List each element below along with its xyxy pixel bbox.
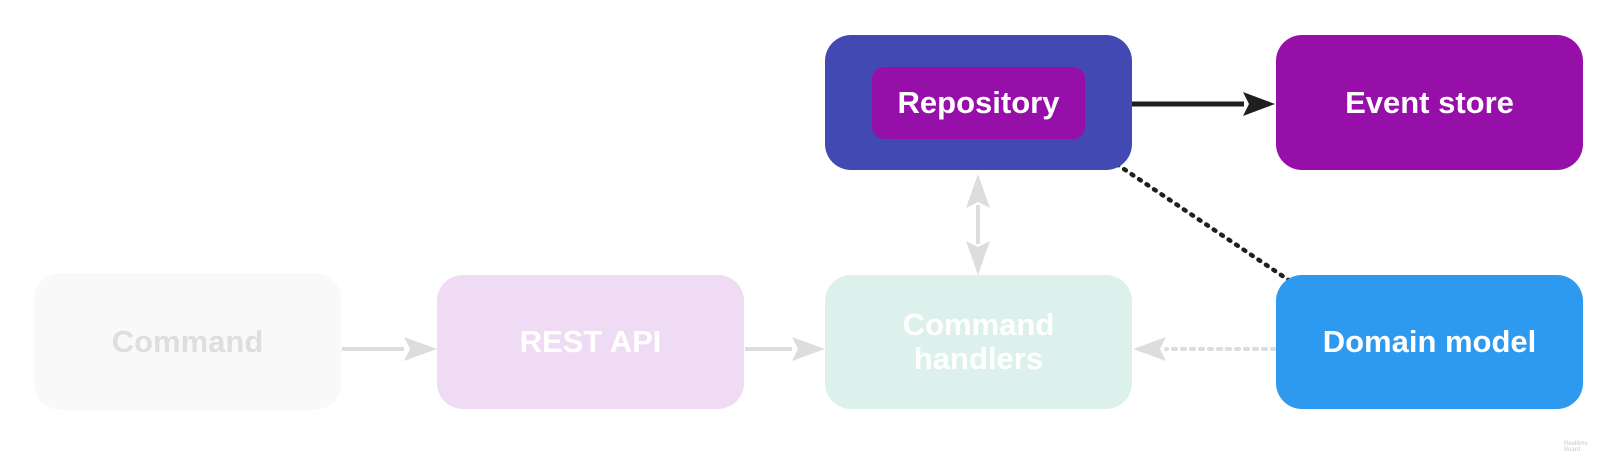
- repository-node: Repository: [872, 67, 1085, 139]
- rest-api-node-label: REST API: [519, 324, 662, 359]
- command-handlers-node: Command handlers: [825, 275, 1132, 409]
- event-store-node-label: Event store: [1345, 84, 1514, 120]
- edge-repository-command-handlers: [966, 174, 990, 275]
- command-node-label: Command: [111, 323, 264, 359]
- event-store-node: Event store: [1276, 35, 1583, 170]
- watermark-line1: Realtime: [1564, 441, 1588, 447]
- edge-domain-model-to-command-handlers: [1133, 337, 1277, 361]
- watermark-logo: Realtime Board: [1564, 441, 1590, 453]
- command-handlers-label-line1: Command: [902, 307, 1055, 342]
- domain-model-node: Domain model: [1276, 275, 1583, 409]
- rest-api-node: REST API: [437, 275, 744, 409]
- command-handlers-label-line2: handlers: [913, 341, 1044, 376]
- edge-command-to-rest-api: [342, 337, 437, 361]
- command-node: Command: [34, 273, 341, 410]
- domain-model-node-label: Domain model: [1322, 324, 1537, 359]
- repository-node-label: Repository: [897, 85, 1060, 120]
- watermark-line2: Board: [1564, 447, 1581, 453]
- edge-rest-api-to-command-handlers: [745, 337, 825, 361]
